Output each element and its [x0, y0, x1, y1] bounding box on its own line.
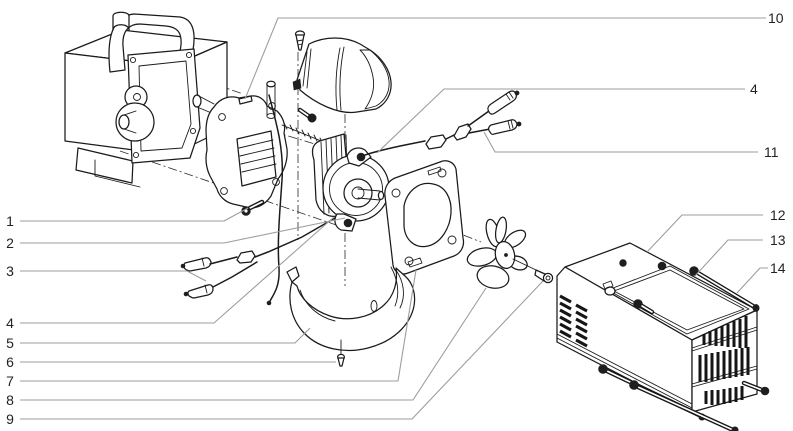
leader-lines: [20, 17, 768, 420]
callout-label-3: 3: [6, 263, 14, 279]
fan: [466, 216, 537, 289]
bracket-pad: [238, 95, 253, 105]
callout-label-5: 5: [6, 335, 14, 351]
callout-label-11: 11: [764, 144, 779, 160]
callout-labels: 1 2 3 4 5 6 7 8 9 10 4 11 12 13 14: [6, 10, 786, 427]
callout-label-10: 10: [768, 10, 784, 26]
callout-label-6: 6: [6, 354, 14, 370]
gasket-plate: [384, 160, 465, 275]
callout-label-13: 13: [770, 232, 786, 248]
callout-label-4-right: 4: [750, 81, 758, 97]
pump-assembly: [64, 11, 228, 188]
callout-label-8: 8: [6, 392, 14, 408]
motor: [311, 133, 393, 232]
hanging-wire: [268, 94, 284, 302]
shroud-pin: [336, 353, 346, 367]
motor-cover: [556, 242, 770, 431]
fan-screw: [534, 269, 554, 284]
top-screw: [294, 30, 306, 51]
pump-knob: [112, 11, 130, 31]
wire-assembly-lower: [180, 217, 336, 299]
callout-label-1: 1: [6, 213, 14, 229]
adapter-bracket: [205, 80, 337, 306]
lower-shroud: [286, 266, 416, 367]
callout-label-7: 7: [6, 373, 14, 389]
callout-label-4-left: 4: [6, 315, 14, 331]
callout-label-14: 14: [770, 260, 786, 276]
mount-bolt: [241, 199, 265, 216]
left-vents: [559, 294, 588, 348]
callout-label-2: 2: [6, 235, 14, 251]
cover-bolts: [598, 259, 770, 431]
bearing-block: [236, 130, 277, 187]
upper-shroud: [292, 37, 392, 114]
callout-label-12: 12: [770, 207, 786, 223]
callout-label-9: 9: [6, 411, 14, 427]
wire-assembly-upper: [364, 90, 522, 156]
small-bolt: [297, 107, 317, 123]
right-vents: [698, 316, 750, 405]
